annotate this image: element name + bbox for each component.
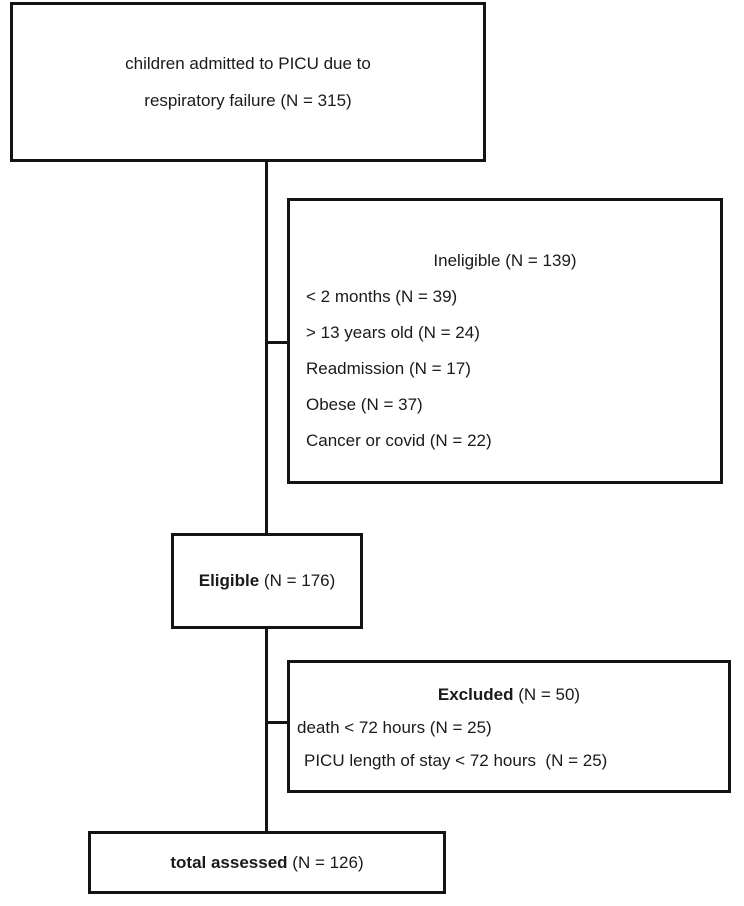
eligible-label: Eligible (N = 176) <box>199 571 336 591</box>
connector-vertical-bottom <box>265 628 268 832</box>
ineligible-title: Ineligible (N = 139) <box>433 251 577 270</box>
total-label: total assessed (N = 126) <box>170 853 363 873</box>
excluded-item: PICU length of stay < 72 hours (N = 25) <box>304 751 608 770</box>
population-line1: children admitted to PICU due to <box>125 54 371 73</box>
flow-box-ineligible: Ineligible (N = 139) < 2 months (N = 39)… <box>287 198 723 484</box>
total-label-bold: total assessed <box>170 852 288 872</box>
connector-stub-ineligible <box>265 341 290 344</box>
connector-vertical-top <box>265 161 268 534</box>
excluded-title-bold: Excluded <box>437 685 514 704</box>
flow-box-total-assessed: total assessed (N = 126) <box>88 831 446 894</box>
eligible-label-bold: Eligible <box>198 571 260 590</box>
ineligible-item: Readmission (N = 17) <box>306 359 471 378</box>
excluded-title: Excluded (N = 50) <box>290 678 728 711</box>
ineligible-item: Cancer or covid (N = 22) <box>306 431 492 450</box>
excluded-title-rest: (N = 50) <box>513 685 581 704</box>
total-label-rest: (N = 126) <box>287 852 364 872</box>
ineligible-item: > 13 years old (N = 24) <box>306 323 480 342</box>
ineligible-item: < 2 months (N = 39) <box>306 287 458 306</box>
flow-box-eligible: Eligible (N = 176) <box>171 533 363 629</box>
excluded-item: death < 72 hours (N = 25) <box>297 718 492 737</box>
connector-stub-excluded <box>265 721 290 724</box>
ineligible-item: Obese (N = 37) <box>306 395 423 414</box>
flow-box-excluded: Excluded (N = 50) death < 72 hours (N = … <box>287 660 731 793</box>
population-line2: respiratory failure (N = 315) <box>144 91 352 110</box>
flow-box-population: children admitted to PICU due to respira… <box>10 2 486 162</box>
eligible-label-rest: (N = 176) <box>259 571 336 590</box>
